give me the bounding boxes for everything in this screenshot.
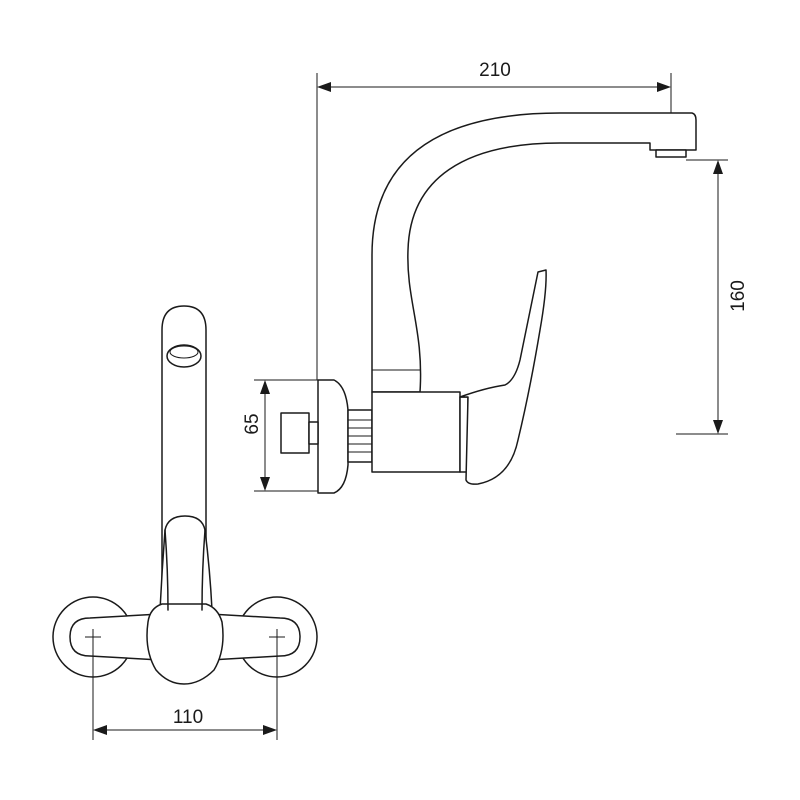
front-handle xyxy=(159,515,213,611)
spacing-dimension-label: 110 xyxy=(173,707,203,728)
flange-dimension-label: 65 xyxy=(242,413,263,434)
aerator xyxy=(655,149,687,158)
height-dimension-label: 160 xyxy=(728,280,749,312)
front-aerator xyxy=(166,344,202,368)
spout xyxy=(371,112,697,393)
reach-dimension-label: 210 xyxy=(479,60,511,81)
handle-lever xyxy=(459,269,547,485)
front-view: 110 xyxy=(52,305,318,740)
side-view: 210 160 65 xyxy=(242,60,749,494)
wall-fitting xyxy=(280,412,310,454)
front-body xyxy=(146,603,224,685)
wall-flange xyxy=(317,379,349,494)
valve-body xyxy=(371,391,461,473)
